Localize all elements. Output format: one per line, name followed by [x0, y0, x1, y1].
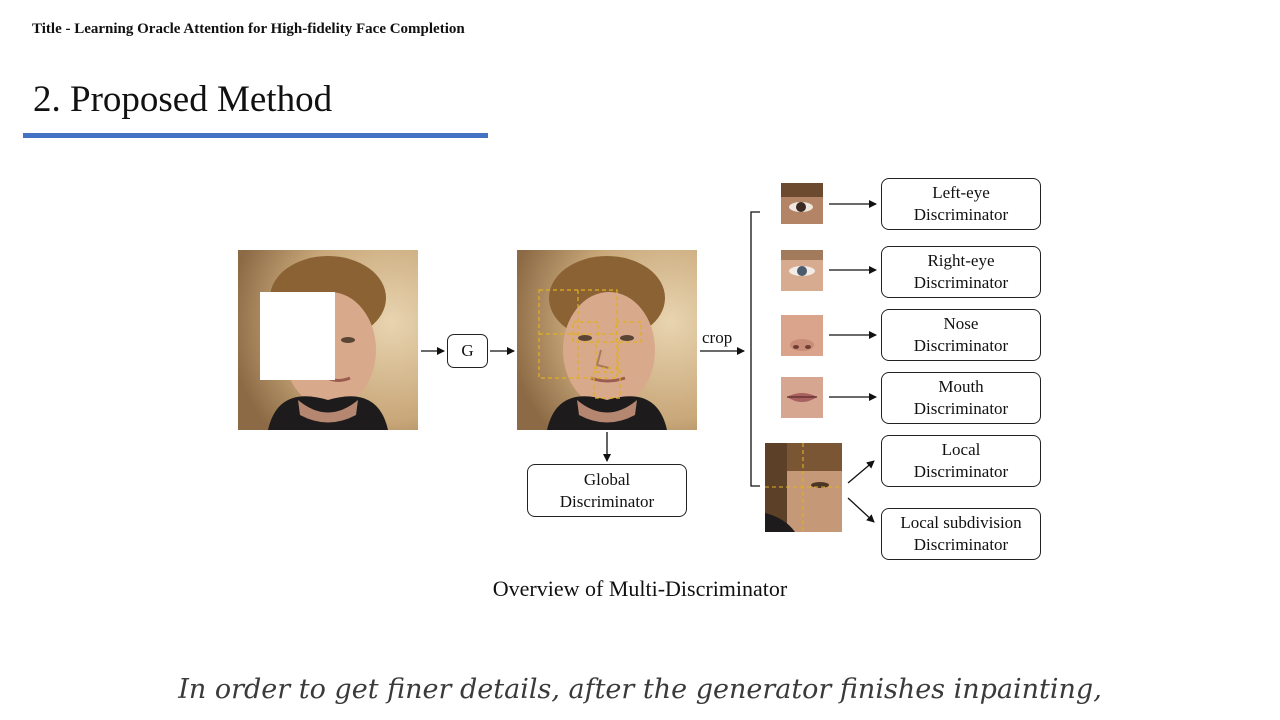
- local-discriminator-line2: Discriminator: [913, 462, 1009, 481]
- crop-bracket: [750, 211, 760, 487]
- global-discriminator-box: Global Discriminator: [527, 464, 687, 517]
- local-patch-image: [765, 443, 842, 532]
- video-subtitle: In order to get finer details, after the…: [178, 674, 1102, 705]
- left-eye-discriminator-box: Left-eye Discriminator: [881, 178, 1041, 230]
- input-masked-face-image: [238, 250, 418, 430]
- local-subdivision-discriminator-line2: Discriminator: [913, 535, 1009, 554]
- generator-box: G: [447, 334, 488, 368]
- nose-discriminator-line2: Discriminator: [913, 336, 1009, 355]
- mouth-discriminator-box: Mouth Discriminator: [881, 372, 1041, 424]
- mouth-discriminator-line2: Discriminator: [913, 399, 1009, 418]
- arrow-local-subdivision: [847, 497, 875, 523]
- global-discriminator-line1: Global: [583, 469, 631, 489]
- arrow-local: [847, 460, 875, 484]
- local-discriminator-box: Local Discriminator: [881, 435, 1041, 487]
- right-eye-discriminator-box: Right-eye Discriminator: [881, 246, 1041, 298]
- mouth-discriminator-line1: Mouth: [938, 377, 984, 396]
- global-discriminator-line2: Discriminator: [559, 491, 655, 511]
- nose-discriminator-box: Nose Discriminator: [881, 309, 1041, 361]
- left-eye-discriminator-line2: Discriminator: [913, 205, 1009, 224]
- right-eye-discriminator-line2: Discriminator: [913, 273, 1009, 292]
- left-eye-discriminator-line1: Left-eye: [932, 183, 990, 202]
- mouth-patch-image: [781, 377, 823, 418]
- section-title: 2. Proposed Method: [33, 79, 333, 120]
- local-subdivision-discriminator-box: Local subdivision Discriminator: [881, 508, 1041, 560]
- header-title: Title - Learning Oracle Attention for Hi…: [32, 21, 465, 37]
- local-discriminator-line1: Local: [941, 440, 981, 459]
- diagram-caption: Overview of Multi-Discriminator: [492, 576, 788, 601]
- local-subdivision-discriminator-line1: Local subdivision: [900, 513, 1022, 532]
- completed-face-image: [517, 250, 697, 430]
- title-underline: [23, 133, 488, 138]
- nose-discriminator-line1: Nose: [943, 314, 979, 333]
- crop-label: crop: [702, 328, 733, 347]
- right-eye-discriminator-line1: Right-eye: [927, 251, 995, 270]
- nose-patch-image: [781, 315, 823, 356]
- right-eye-patch-image: [781, 250, 823, 291]
- left-eye-patch-image: [781, 183, 823, 224]
